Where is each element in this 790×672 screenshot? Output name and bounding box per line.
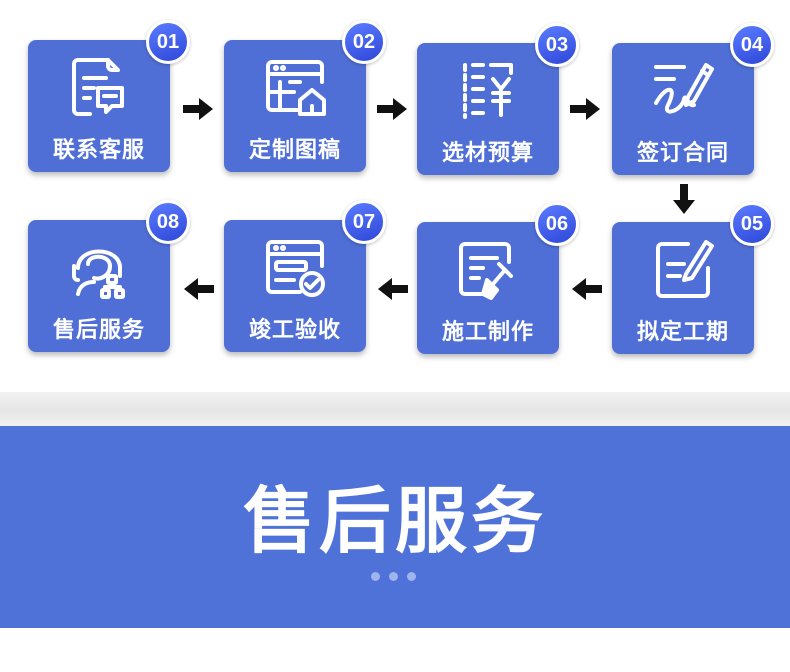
arrow-left-icon [572,278,602,300]
step-label: 定制图稿 [248,138,341,163]
signature-pen-icon [648,55,718,125]
step-number-badge: 05 [730,202,774,246]
step-label: 联系客服 [52,138,145,163]
arrow-left-icon [378,278,408,300]
schedule-edit-icon [648,234,718,304]
banner-title: 售后服务 [242,479,547,563]
pagination-dot[interactable] [389,572,398,581]
step-label: 签订合同 [636,141,729,166]
step-card-04[interactable]: 签订合同 04 [612,23,774,175]
blueprint-house-icon [260,52,330,122]
headset-support-icon [64,232,134,302]
step-number-badge: 01 [146,20,190,64]
chat-document-icon [64,52,134,122]
step-label: 施工制作 [441,320,534,345]
step-card-02[interactable]: 定制图稿 02 [224,20,386,172]
step-number-badge: 03 [535,23,579,67]
marble-strip [0,392,790,426]
step-label: 拟定工期 [636,320,729,345]
step-label: 选材预算 [441,141,534,166]
step-number-badge: 08 [146,200,190,244]
step-card-08[interactable]: 售后服务 08 [28,200,190,352]
acceptance-check-icon [260,232,330,302]
construction-shovel-icon [453,234,523,304]
pagination-dot[interactable] [371,572,380,581]
yuan-ledger-icon [453,55,523,125]
arrow-right-icon [377,98,407,120]
arrow-right-icon [183,98,213,120]
arrow-left-icon [184,278,214,300]
step-card-07[interactable]: 竣工验收 07 [224,200,386,352]
step-label: 售后服务 [52,318,145,343]
step-number-badge: 07 [342,200,386,244]
step-card-01[interactable]: 联系客服 01 [28,20,190,172]
arrow-right-icon [570,98,600,120]
step-number-badge: 02 [342,20,386,64]
step-number-badge: 04 [730,23,774,67]
arrow-down-icon [673,184,695,214]
step-card-05[interactable]: 拟定工期 05 [612,202,774,354]
step-label: 竣工验收 [248,318,341,343]
section-banner: 售后服务 [0,426,790,628]
step-number-badge: 06 [535,202,579,246]
pagination-dot[interactable] [407,572,416,581]
step-card-06[interactable]: 施工制作 06 [417,202,579,354]
step-card-03[interactable]: 选材预算 03 [417,23,579,175]
pagination-dots [371,572,416,581]
